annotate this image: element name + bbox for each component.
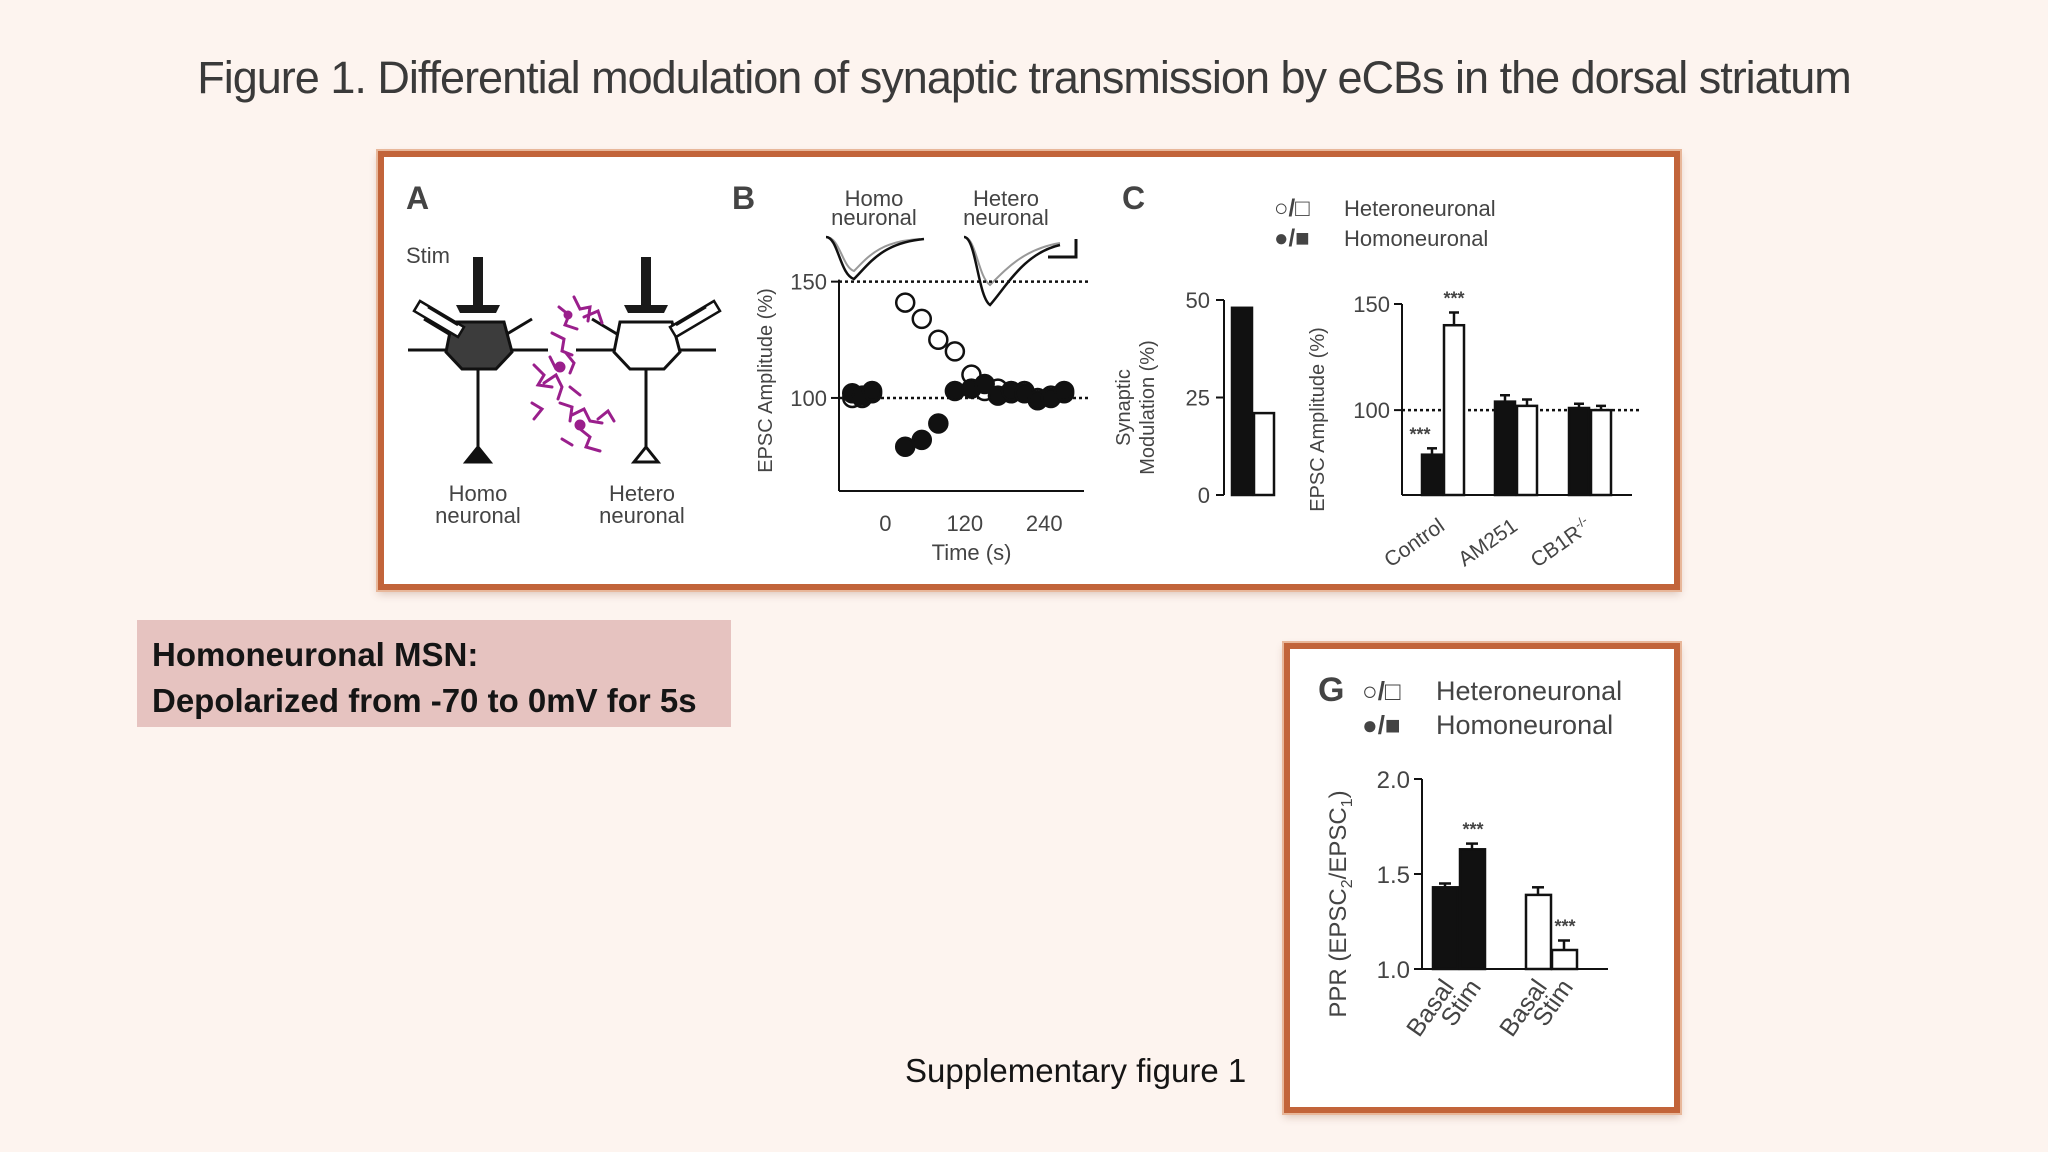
panel-g-letter: G (1318, 671, 1344, 709)
g-legend-symbols-1: ●/■ (1362, 710, 1401, 740)
trace-label-homo-1: Homo (845, 186, 904, 211)
c2-bar-open-CB1R (1589, 408, 1613, 497)
epsc-trace-hetero (963, 235, 1061, 307)
homo-neuron-label-1: Homo (449, 481, 508, 506)
epsc-trace-homo-grey (825, 236, 921, 273)
c-legend-symbols-1: ●/■ (1274, 225, 1310, 252)
c1-y-tick-label-25: 25 (1186, 386, 1210, 411)
g-y-tick-label-2.0: 2.0 (1377, 767, 1410, 794)
c2-bar-filled-Control (1420, 453, 1444, 497)
panel-g-chart: G ○/□ Heteroneuronal ●/■ Homoneuronal 1.0 1.5 2… (1318, 671, 1622, 1042)
b-x-tick-label-120: 120 (946, 511, 983, 536)
c2-y-tick-label-150: 150 (1353, 292, 1390, 317)
b-point-filled-3 (894, 436, 916, 458)
c-legend-label-1: Homoneuronal (1344, 226, 1488, 251)
trace-label-hetero-1: Hetero (973, 186, 1039, 211)
c2-bar-open-Control (1442, 323, 1466, 497)
c2-category-superscript: -/- (1571, 513, 1590, 532)
trace-label-homo-2: neuronal (831, 205, 917, 230)
protocol-note: Homoneuronal MSN: Depolarized from -70 t… (137, 620, 731, 727)
panel-c-chart: C ○/□ Heteroneuronal ●/■ Homoneuronal 0 25 50Sy… (1113, 180, 1640, 573)
figure-panel-abc: A Stim (378, 151, 1680, 590)
c2-bar-open-AM251 (1515, 404, 1539, 497)
b-point-filled-8 (974, 373, 995, 395)
b-y-tick-label-150: 150 (790, 270, 827, 295)
c2-y-axis-label: EPSC Amplitude (%) (1307, 327, 1329, 512)
c2-category-label-AM251: AM251 (1454, 514, 1522, 571)
c2-sig-open: *** (1443, 288, 1464, 308)
protocol-note-line-1: Homoneuronal MSN: (152, 636, 479, 673)
g-sig-1: *** (1462, 820, 1483, 840)
epsc-trace-hetero-grey (963, 236, 1061, 287)
c-legend-label-0: Heteroneuronal (1344, 196, 1496, 221)
b-x-tick-label-240: 240 (1026, 511, 1063, 536)
c-legend-symbols-0: ○/□ (1274, 195, 1310, 222)
b-point-filled-5 (928, 413, 949, 434)
patch-pipette-left-icon (412, 299, 466, 339)
c2-category-label-CB1R: CB1R-/- (1526, 513, 1596, 573)
b-x-axis-label: Time (s) (932, 540, 1012, 565)
g-legend-symbols-0: ○/□ (1362, 676, 1401, 706)
g-bar-1 (1458, 848, 1487, 971)
g-legend-label-0: Heteroneuronal (1436, 676, 1622, 706)
stim-label: Stim (406, 243, 450, 268)
b-point-open-6 (944, 341, 966, 362)
c1-y-axis-label-1: Synaptic (1113, 369, 1135, 446)
panel-b-letter: B (732, 180, 755, 216)
protocol-note-line-2: Depolarized from -70 to 0mV for 5s (152, 682, 697, 719)
g-y-axis-label-part: /EPSC (1325, 807, 1352, 879)
hetero-neuron-icon (576, 317, 716, 464)
g-y-tick-label-1.0: 1.0 (1377, 957, 1410, 984)
figure-panel-g: G ○/□ Heteroneuronal ●/■ Homoneuronal 1.0 1.5 2… (1284, 643, 1680, 1113)
g-bar-3 (1550, 948, 1579, 971)
epsc-trace-homo (825, 235, 925, 281)
panel-c-letter: C (1122, 180, 1145, 216)
supplementary-caption: Supplementary figure 1 (905, 1052, 1247, 1089)
c1-y-tick-label-50: 50 (1186, 288, 1210, 313)
stim-electrode-right-icon (624, 257, 668, 313)
hetero-neuron-label-2: neuronal (599, 503, 685, 528)
patch-pipette-right-icon (668, 299, 722, 339)
g-legend-label-1: Homoneuronal (1436, 710, 1613, 740)
g-bar-2 (1524, 893, 1553, 971)
panel-a-letter: A (406, 180, 429, 216)
b-x-tick-label-0: 0 (879, 511, 891, 536)
trace-scale-bar (1048, 239, 1078, 259)
g-y-axis-label-part: 1 (1339, 798, 1356, 807)
c2-category-label-Control: Control (1380, 514, 1449, 572)
c1-bar-open (1252, 411, 1276, 497)
c1-y-tick-label-0: 0 (1198, 483, 1210, 508)
g-y-axis-label: PPR (EPSC2/EPSC1) (1325, 790, 1356, 1017)
b-y-axis-label: EPSC Amplitude (%) (755, 288, 777, 473)
c1-y-axis-label-2: Modulation (%) (1137, 340, 1159, 475)
c2-bar-filled-AM251 (1493, 400, 1517, 497)
b-point-filled-4 (911, 429, 933, 451)
c1-bar-filled (1230, 306, 1254, 497)
panel-a-neurons: A Stim (406, 180, 722, 528)
homo-neuron-label-2: neuronal (435, 503, 521, 528)
g-y-axis-label-part: 2 (1339, 879, 1356, 888)
homo-neuron-icon (408, 317, 548, 464)
g-y-axis-label-part: ) (1325, 790, 1352, 798)
g-y-tick-label-1.5: 1.5 (1377, 862, 1410, 889)
astrocyte-dye-icon (530, 295, 616, 453)
trace-label-hetero-2: neuronal (963, 205, 1049, 230)
b-point-open-3 (894, 292, 916, 313)
hetero-neuron-label-1: Hetero (609, 481, 675, 506)
g-bar-0 (1431, 886, 1460, 971)
b-point-open-5 (928, 329, 949, 351)
c2-y-tick-label-100: 100 (1353, 398, 1390, 423)
b-y-tick-label-100: 100 (790, 386, 827, 411)
b-point-filled-14 (1053, 380, 1075, 402)
g-sig-3: *** (1554, 917, 1575, 937)
c2-bar-filled-CB1R (1567, 406, 1591, 497)
slide-title: Figure 1. Differential modulation of syn… (197, 52, 1851, 103)
c2-sig-filled: *** (1409, 424, 1430, 444)
b-point-filled-2 (861, 380, 883, 402)
stim-electrode-left-icon (456, 257, 500, 313)
b-point-open-4 (911, 308, 933, 330)
